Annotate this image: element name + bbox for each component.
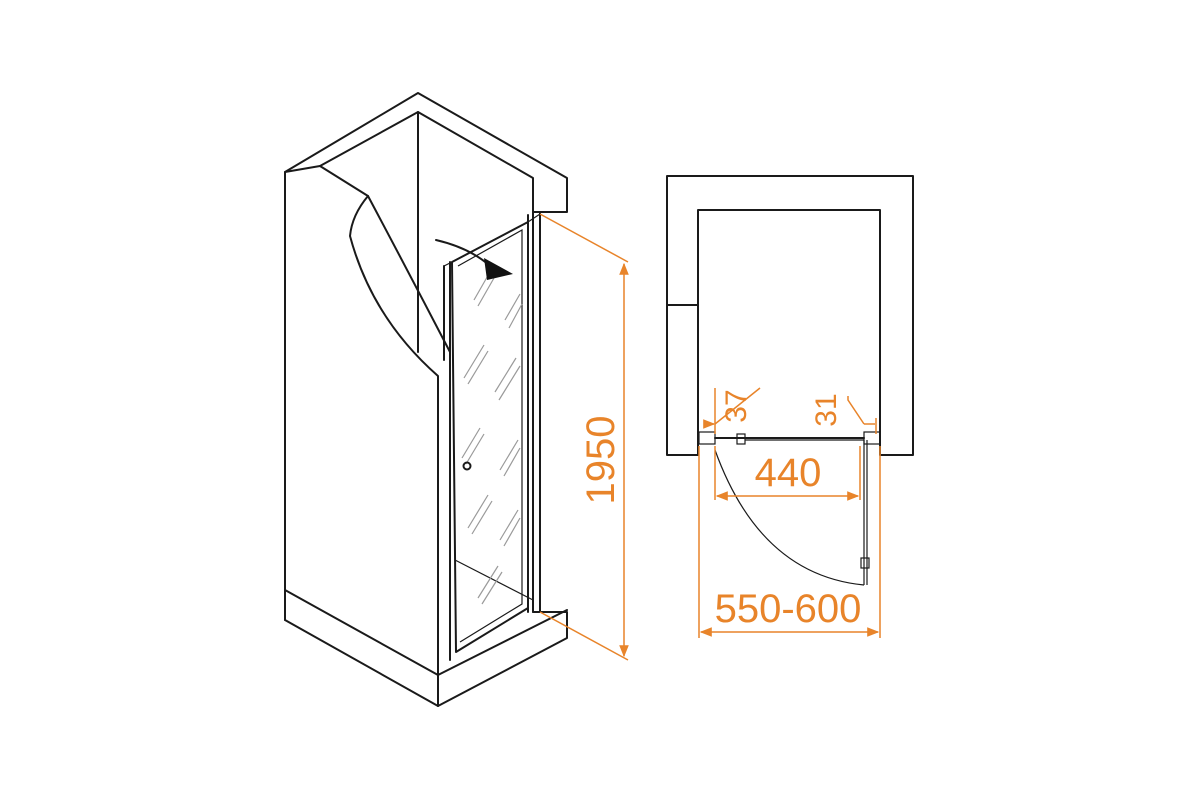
- height-dimension-label: 1950: [579, 416, 623, 505]
- door-profile-right-outer: [527, 211, 541, 613]
- swing-arc: [714, 449, 865, 586]
- dimension-550-600: 550-600: [698, 446, 881, 638]
- swing-direction-arrow-icon: [435, 239, 513, 280]
- plan-walls: [666, 175, 914, 456]
- base-plinth: [284, 589, 568, 707]
- dimension-37-label: 37: [720, 389, 753, 422]
- door-panel: [451, 221, 529, 653]
- plan-view: 37 31 440 550-600: [666, 175, 914, 638]
- dimension-31: 31: [810, 393, 877, 434]
- door-top-cap: [443, 213, 541, 267]
- niche-top-inner: [319, 165, 369, 197]
- niche-top-band: [319, 111, 534, 213]
- dimension-31-label: 31: [810, 393, 843, 426]
- niche-front-edge: [284, 165, 321, 621]
- dimension-440-label: 440: [755, 451, 822, 495]
- door-handle: [860, 557, 870, 569]
- wall-cutaway-curve: [349, 195, 439, 707]
- dimension-440: 440: [714, 446, 861, 501]
- plan-wall-left-lower: [666, 304, 699, 456]
- floor-line: [454, 559, 534, 601]
- height-dimension: 1950: [539, 213, 629, 661]
- isometric-view: 1950: [284, 92, 629, 707]
- dimension-550-600-label: 550-600: [715, 587, 862, 631]
- glass-streaks: [461, 271, 523, 605]
- door-panel-inner: [457, 228, 523, 643]
- door-open: [863, 440, 868, 585]
- left-profile: [698, 431, 716, 445]
- door-knob: [462, 461, 472, 471]
- dimension-37: 37: [703, 387, 761, 434]
- wall-cutaway-edge: [367, 195, 451, 353]
- door-profile-left: [443, 261, 451, 661]
